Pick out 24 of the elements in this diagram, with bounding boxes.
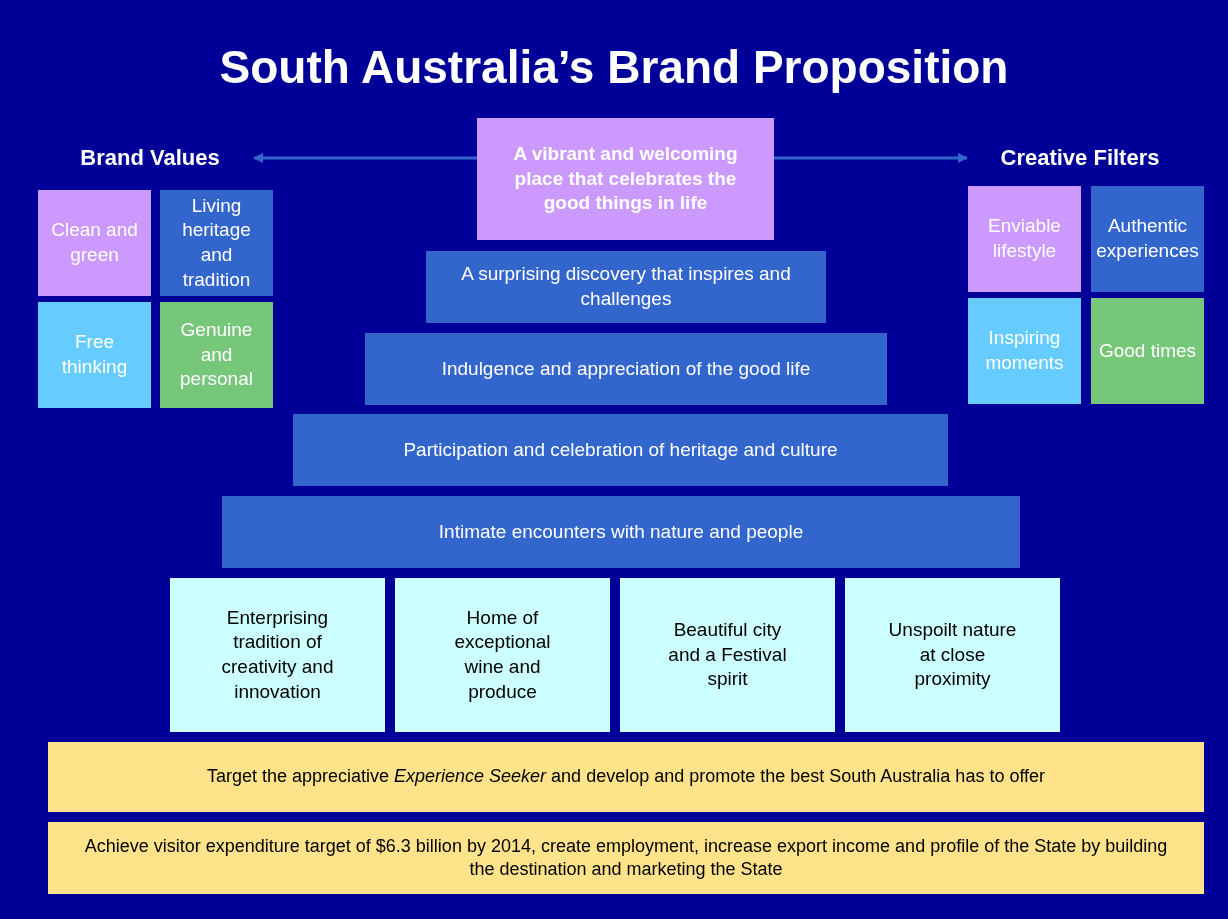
pyramid-tier: Participation and celebration of heritage and culture [293,414,948,486]
arrow [774,153,968,163]
value-box: Genuine and personal [160,302,273,408]
title: South Australia’s Brand Proposition [218,40,1010,94]
goal-banner: Achieve visitor expenditure target of $6.3 billion by 2014, create employment, increase export income and profile of the State by building the destination and marketing the State [48,822,1204,894]
value-box: Good times [1091,298,1204,404]
arrow [253,153,477,163]
pyramid-tier: A surprising discovery that inspires and challenges [426,251,826,323]
heading: Creative Filters [975,142,1185,174]
value-box: Authentic experiences [1091,186,1204,292]
goal-banner: Target the appreciative Experience Seeker and develop and promote the best South Australia has to offer [48,742,1204,812]
proposition-box: A vibrant and welcoming place that celebrates the good things in life [477,118,774,240]
value-box: Living heritage and tradition [160,190,273,296]
heading: Brand Values [60,142,240,174]
pyramid-tier: Intimate encounters with nature and people [222,496,1020,568]
pillar-box: Enterprising tradition of creativity and innovation [170,578,385,732]
pillar-box: Home of exceptional wine and produce [395,578,610,732]
value-box: Inspiring moments [968,298,1081,404]
pillar-box: Beautiful city and a Festival spirit [620,578,835,732]
value-box: Clean and green [38,190,151,296]
value-box: Enviable lifestyle [968,186,1081,292]
pillar-box: Unspoilt nature at close proximity [845,578,1060,732]
value-box: Free thinking [38,302,151,408]
pyramid-tier: Indulgence and appreciation of the good life [365,333,887,405]
